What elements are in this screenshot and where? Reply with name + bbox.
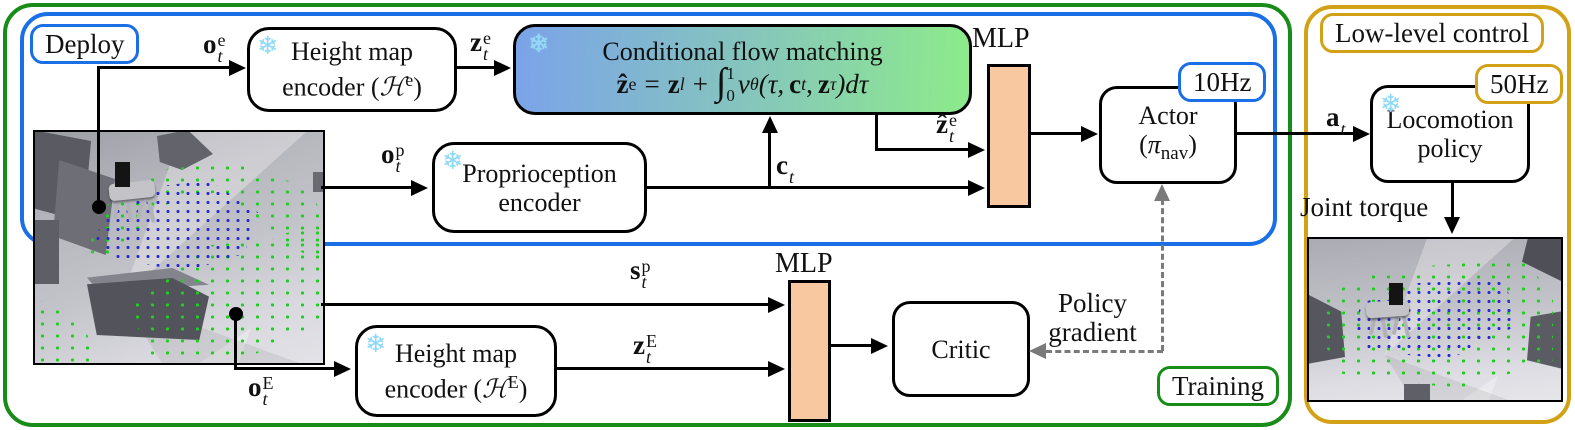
policy-gradient-dashed-horizontal	[1046, 350, 1163, 353]
mlp-critic-label: MLP	[775, 248, 833, 279]
actor-line2: (πnav)	[1139, 130, 1197, 165]
arrow-joint-torque	[1451, 181, 1454, 219]
observation-tap-dot	[92, 200, 106, 214]
pi-symbol: π	[1147, 130, 1161, 160]
height-map-encoder-deploy-line1: Height map	[290, 37, 414, 67]
terrain-rock	[35, 220, 59, 284]
deploy-region-frame	[20, 12, 1277, 246]
arrow-c-t	[645, 186, 968, 189]
arrowhead	[762, 116, 778, 133]
arrowhead	[768, 361, 785, 377]
arrow-a-t	[1234, 132, 1354, 135]
lowlevel-badge-label: Low-level control	[1335, 18, 1530, 48]
arrow-o-E-vertical	[234, 314, 237, 370]
simulation-screenshot-lowlevel	[1307, 237, 1563, 402]
locomotion-policy-box: ❄ Locomotion policy	[1370, 85, 1530, 183]
integral-sign: ∫	[715, 61, 727, 103]
height-map-encoder-training-line2: encoder (ℋE)	[384, 371, 528, 404]
arrow-zhat-horizontal	[875, 148, 968, 151]
robot-payload-box	[1389, 283, 1403, 305]
proprioception-line2: encoder	[498, 187, 581, 217]
training-badge: Training	[1157, 366, 1280, 406]
arrow-o-p	[321, 186, 412, 189]
arrowhead-gray	[1029, 343, 1046, 359]
arrow-z-E	[555, 367, 768, 370]
script-h-symbol: ℋ	[482, 374, 508, 404]
arrowhead	[1444, 217, 1460, 234]
arrowhead	[768, 297, 785, 313]
height-map-encoder-training-line1: Height map	[394, 338, 518, 368]
loco-rate-label: 50Hz	[1490, 69, 1549, 99]
mlp-actor-rect	[987, 64, 1031, 208]
arrow-mlp-actor	[1029, 132, 1082, 135]
deploy-badge: Deploy	[30, 24, 140, 64]
arrow-o-e-vertical	[97, 68, 100, 207]
actor-line1: Actor	[1138, 101, 1198, 131]
joint-torque-label: Joint torque	[1300, 192, 1429, 222]
locomotion-line1: Locomotion	[1386, 105, 1514, 134]
mlp-actor-label: MLP	[972, 23, 1030, 54]
simulation-screenshot-deploy	[33, 130, 325, 365]
mlp-critic-rect	[788, 280, 831, 422]
terrain-rock	[1404, 384, 1430, 400]
arrow-o-E-horizontal	[234, 367, 334, 370]
arrow-o-e-horizontal	[97, 66, 229, 69]
arrowhead	[411, 180, 428, 196]
robot-payload-box	[115, 162, 130, 187]
arrowhead	[229, 60, 246, 76]
policy-gradient-label: Policy gradient	[1048, 288, 1137, 347]
proprioception-line1: Proprioception	[462, 158, 617, 188]
arrowhead	[968, 180, 985, 196]
arrow-zhat-vertical	[875, 115, 878, 151]
loco-rate-badge: 50Hz	[1475, 64, 1564, 104]
arrowhead	[334, 361, 351, 377]
arrow-mlp-critic	[829, 344, 872, 347]
height-map-encoder-deploy-box: ❄ Height map encoder (ℋe)	[247, 27, 457, 112]
actor-rate-label: 10Hz	[1193, 67, 1252, 97]
script-h-symbol: ℋ	[379, 72, 406, 102]
critic-box: Critic	[892, 301, 1030, 397]
arrow-c-t-branch	[768, 131, 771, 188]
actor-rate-badge: 10Hz	[1178, 62, 1267, 102]
arrowhead	[1353, 126, 1370, 142]
arrowhead-gray	[1154, 184, 1170, 201]
training-badge-label: Training	[1172, 371, 1265, 401]
actor-box: Actor (πnav)	[1099, 86, 1237, 184]
locomotion-line2: policy	[1417, 134, 1483, 163]
arrow-s-p	[321, 303, 768, 306]
arrowhead	[968, 142, 985, 158]
snowflake-icon: ❄	[442, 146, 463, 175]
height-map-encoder-deploy-line2: encoder (ℋe)	[282, 70, 422, 102]
proprioception-encoder-box: ❄ Proprioception encoder	[432, 142, 647, 233]
arrow-z-e	[455, 66, 496, 69]
arrowhead	[871, 338, 888, 354]
cfm-title: Conditional flow matching	[602, 37, 883, 66]
arrowhead	[494, 60, 511, 76]
terrain-rock	[313, 172, 323, 192]
snowflake-icon: ❄	[528, 29, 549, 58]
arrowhead	[1081, 126, 1098, 142]
height-map-encoder-training-box: ❄ Height map encoder (ℋE)	[355, 325, 557, 417]
critic-label: Critic	[931, 334, 991, 364]
snowflake-icon: ❄	[365, 329, 386, 358]
lowlevel-badge: Low-level control	[1320, 13, 1545, 53]
policy-gradient-dashed-vertical	[1161, 199, 1164, 351]
snowflake-icon: ❄	[1380, 89, 1401, 118]
deploy-badge-label: Deploy	[45, 29, 125, 59]
snowflake-icon: ❄	[257, 31, 278, 60]
